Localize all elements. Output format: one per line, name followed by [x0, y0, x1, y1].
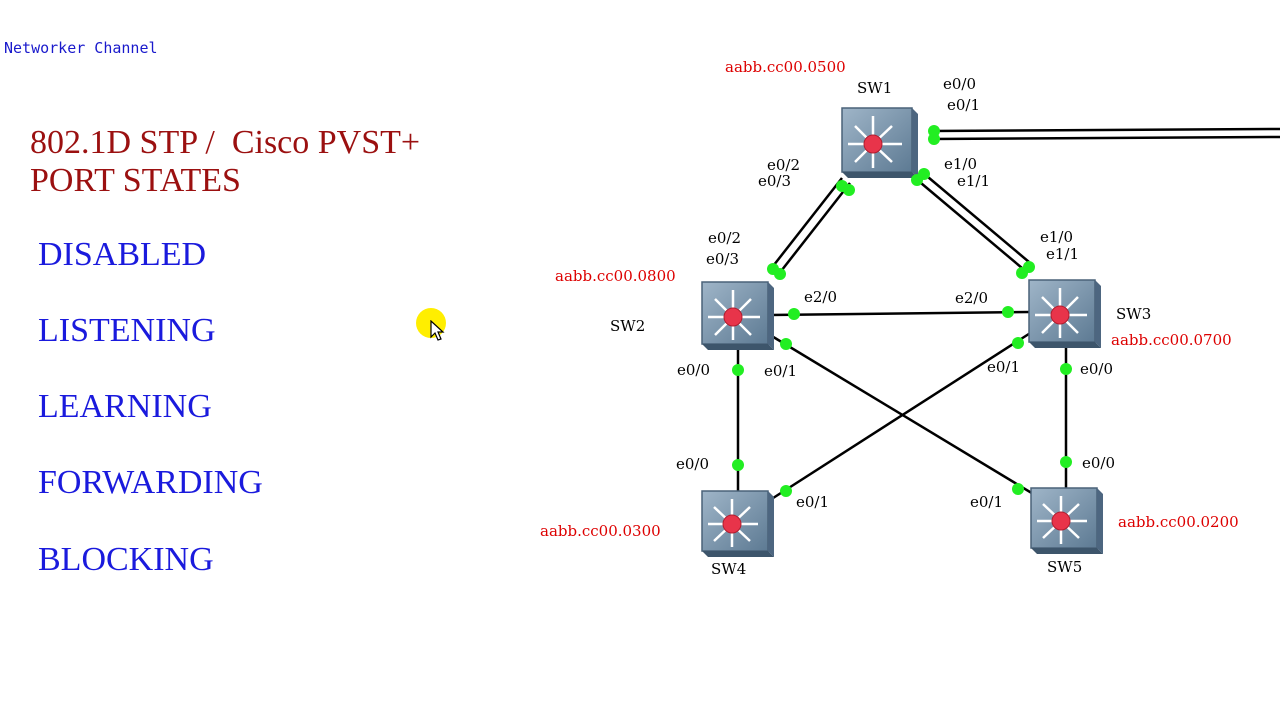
port-dot-sw2-e03	[774, 268, 786, 280]
link-sw1-uplink-a	[929, 127, 1280, 133]
port-dot-sw4-e00	[732, 459, 744, 471]
sw2-name: SW2	[610, 317, 645, 335]
sw2-port-e01-label: e0/1	[764, 362, 797, 380]
state-listening: LISTENING	[38, 312, 216, 349]
state-disabled: DISABLED	[38, 236, 207, 273]
link-sw1-sw2-b	[777, 182, 851, 276]
sw2-port-e00-label: e0/0	[677, 361, 710, 379]
sw2-port-e20-label: e2/0	[804, 288, 837, 306]
sw3-name: SW3	[1116, 305, 1151, 323]
port-dot-sw5-e00	[1060, 456, 1072, 468]
switch-sw3-icon	[1028, 279, 1101, 348]
sw4-port-e01-label: e0/1	[796, 493, 829, 511]
sw1-port-e03-label: e0/3	[758, 172, 791, 190]
port-dot-sw5-e01	[1012, 483, 1024, 495]
link-sw2-sw3	[769, 310, 1031, 317]
switch-sw1-icon	[841, 107, 918, 178]
state-learning: LEARNING	[38, 388, 212, 425]
port-dots	[732, 125, 1072, 497]
sw4-port-e00-label: e0/0	[676, 455, 709, 473]
port-dot-sw3-e00	[1060, 363, 1072, 375]
sw5-port-e00-label: e0/0	[1082, 454, 1115, 472]
sw1-mac: aabb.cc00.0500	[725, 58, 846, 76]
page-title-line1: 802.1D STP / Cisco PVST+	[30, 124, 421, 161]
mouse-pointer-icon	[430, 320, 445, 341]
port-dot-sw3-e20	[1002, 306, 1014, 318]
port-dot-sw1-e03	[843, 184, 855, 196]
sw1-port-e11-label: e1/1	[957, 172, 990, 190]
switch-sw4-icon	[701, 490, 774, 557]
port-dot-sw3-e11	[1023, 261, 1035, 273]
sw3-port-e01-label: e0/1	[987, 358, 1020, 376]
sw1-port-e10-label: e1/0	[944, 155, 977, 173]
link-sw1-sw2-a	[769, 177, 843, 271]
page-title-line2: PORT STATES	[30, 162, 241, 199]
link-sw3-sw4	[769, 328, 1036, 502]
port-dot-sw1-e01	[928, 133, 940, 145]
sw2-port-e02-label: e0/2	[708, 229, 741, 247]
sw3-port-e00-label: e0/0	[1080, 360, 1113, 378]
channel-label: Networker Channel	[4, 39, 158, 57]
sw3-mac: aabb.cc00.0700	[1111, 331, 1232, 349]
port-dot-sw2-e01	[780, 338, 792, 350]
sw1-port-e00-label: e0/0	[943, 75, 976, 93]
sw5-port-e01-label: e0/1	[970, 493, 1003, 511]
state-forwarding: FORWARDING	[38, 464, 263, 501]
sw3-port-e10-label: e1/0	[1040, 228, 1073, 246]
sw5-name: SW5	[1047, 558, 1082, 576]
switch-sw5-icon	[1030, 487, 1103, 554]
link-sw1-sw3-a	[914, 177, 1023, 269]
sw4-mac: aabb.cc00.0300	[540, 522, 661, 540]
sw1-port-e02-label: e0/2	[767, 156, 800, 174]
switch-sw2-icon	[701, 281, 774, 350]
sw1-name: SW1	[857, 79, 892, 97]
port-dot-sw2-e20	[788, 308, 800, 320]
sw3-port-e11-label: e1/1	[1046, 245, 1079, 263]
sw1-port-e01-label: e0/1	[947, 96, 980, 114]
port-dot-sw2-e00	[732, 364, 744, 376]
links	[736, 127, 1280, 502]
sw5-mac: aabb.cc00.0200	[1118, 513, 1239, 531]
port-dot-sw1-e11	[918, 168, 930, 180]
sw2-mac: aabb.cc00.0800	[555, 267, 676, 285]
sw2-port-e03-label: e0/3	[706, 250, 739, 268]
state-blocking: BLOCKING	[38, 541, 214, 578]
link-sw1-sw3-b	[921, 171, 1030, 263]
sw3-port-e20-label: e2/0	[955, 289, 988, 307]
port-dot-sw3-e01	[1012, 337, 1024, 349]
sw4-name: SW4	[711, 560, 746, 578]
port-dot-sw4-e01	[780, 485, 792, 497]
link-sw1-uplink-b	[929, 135, 1280, 141]
